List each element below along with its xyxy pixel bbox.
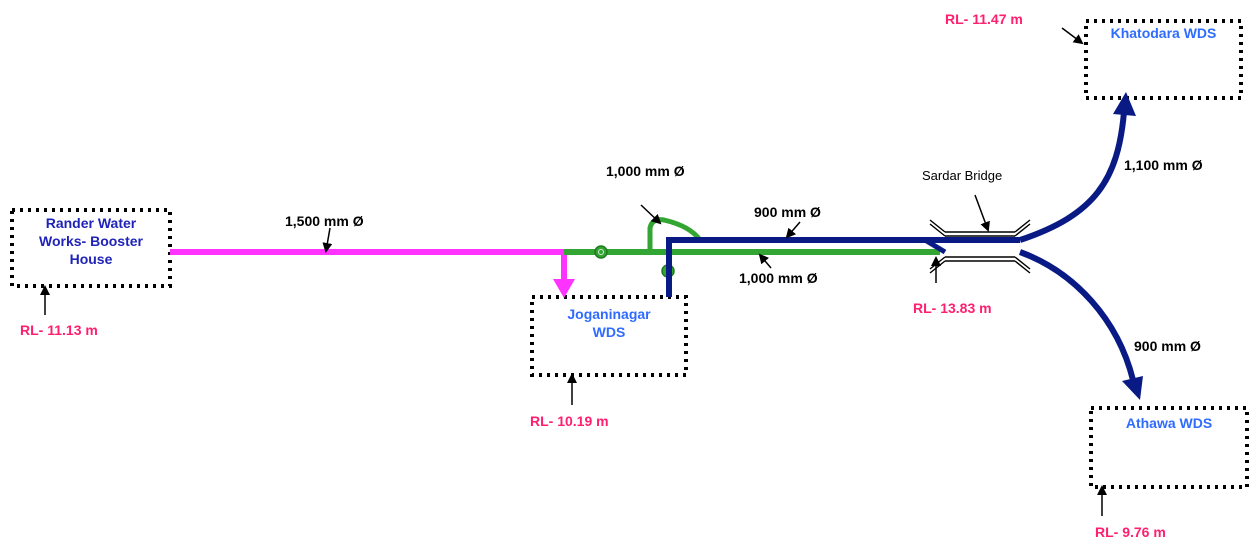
joganinagar-label-line2: WDS — [592, 324, 626, 340]
sardar-bridge-label: Sardar Bridge — [922, 168, 1003, 183]
athawa-box — [1089, 406, 1249, 489]
pipe-900mm-athawa-arrowhead — [1122, 376, 1143, 400]
label-1500mm: 1,500 mm Ø — [285, 213, 364, 229]
pipe-900mm-main — [666, 237, 940, 297]
rander-label: Rander Water Works- Booster House — [12, 214, 170, 268]
pipe-1100mm-khatodara — [1019, 111, 1127, 243]
rander-label-line1: Rander Water — [45, 215, 137, 231]
rl-joganinagar: RL- 10.19 m — [530, 413, 609, 429]
label-1000mm-main: 1,000 mm Ø — [739, 270, 818, 286]
khatodara-label: Khatodara WDS — [1110, 25, 1217, 41]
pointer-1000mm-loop — [640, 204, 662, 225]
pointer-1000mm-main — [758, 253, 772, 269]
rl-athawa: RL- 9.76 m — [1095, 524, 1166, 540]
rander-label-line2: Works- Booster — [39, 233, 143, 249]
label-1000mm-loop: 1,000 mm Ø — [606, 163, 685, 179]
joganinagar-label-line1: Joganinagar — [567, 306, 651, 322]
joganinagar-label: Joganinagar WDS — [532, 305, 686, 341]
rander-box — [10, 208, 172, 288]
pipe-1500mm-arrowhead — [553, 279, 575, 298]
athawa-label: Athawa WDS — [1125, 415, 1213, 431]
rl-bridge: RL- 13.83 m — [913, 300, 992, 316]
pipe-1000mm-loop — [647, 217, 703, 252]
valve-1-inner — [598, 249, 604, 255]
valve-1 — [594, 245, 608, 259]
pipe-900mm-athawa — [1018, 249, 1136, 381]
pointer-sardar-bridge — [974, 194, 990, 232]
rl-rander: RL- 11.13 m — [20, 322, 98, 338]
joganinagar-box — [530, 295, 688, 377]
rl-khatodara: RL- 11.47 m — [945, 11, 1023, 27]
pointer-900mm-main — [785, 221, 801, 239]
label-900mm-main: 900 mm Ø — [754, 204, 821, 220]
pointer-1500mm — [322, 227, 333, 253]
label-1100mm: 1,100 mm Ø — [1124, 157, 1203, 173]
pipe-1100mm-arrowhead — [1113, 92, 1136, 116]
pointer-rl-khatodara — [1061, 27, 1084, 45]
label-900mm-athawa: 900 mm Ø — [1134, 338, 1201, 354]
rander-label-line3: House — [69, 251, 113, 267]
sardar-bridge-symbol — [929, 219, 1031, 274]
pipe-900mm-link — [923, 237, 947, 255]
khatodara-box — [1084, 19, 1243, 100]
